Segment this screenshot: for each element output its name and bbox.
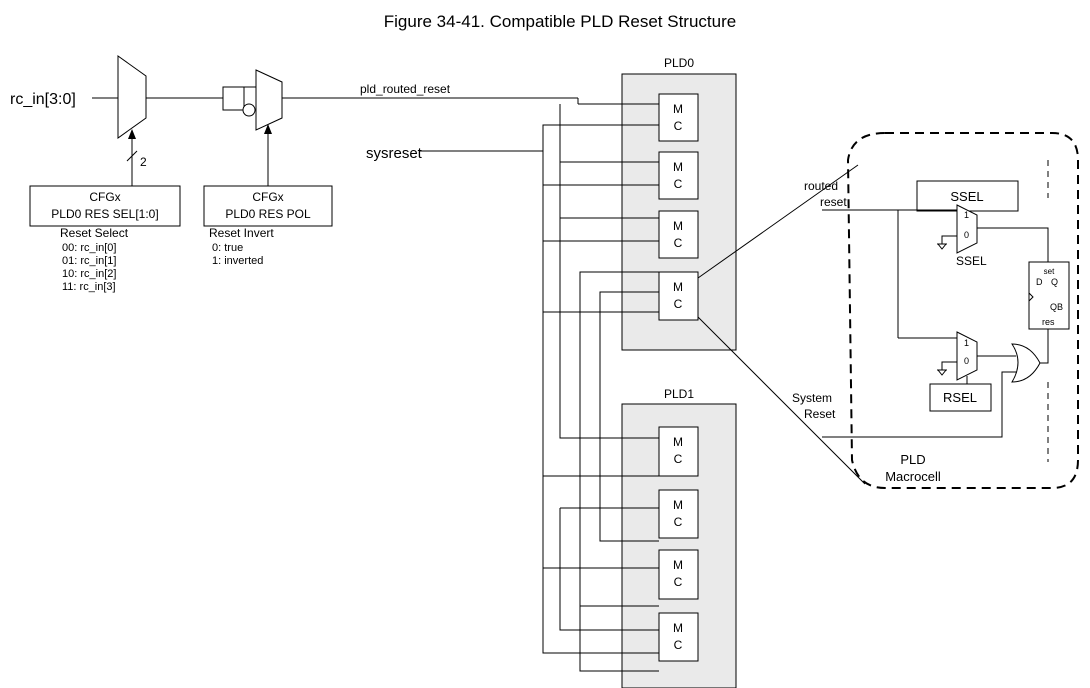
mc-line1: M bbox=[673, 280, 683, 294]
mc-line2: C bbox=[674, 236, 683, 250]
rsel-box bbox=[929, 383, 992, 412]
routed-reset-label: reset bbox=[820, 195, 847, 209]
mc-line1: M bbox=[673, 219, 683, 233]
macrocell-caption: Macrocell bbox=[885, 469, 941, 484]
mc-line2: C bbox=[674, 119, 683, 133]
reset-select-option: 11: rc_in[3] bbox=[62, 281, 116, 293]
pld0-macrocell: M C bbox=[658, 210, 699, 259]
mc-line2: C bbox=[674, 638, 683, 652]
reset-select-option: 01: rc_in[1] bbox=[62, 255, 116, 267]
reset-invert-title: Reset Invert bbox=[209, 226, 274, 240]
ssel-mux-label: SSEL bbox=[956, 254, 987, 268]
mc-line1: M bbox=[673, 498, 683, 512]
rsel-box-label: RSEL bbox=[943, 390, 977, 405]
ff-res: res bbox=[1042, 317, 1055, 327]
pld1-macrocell: M C bbox=[658, 489, 699, 539]
cfg-sel-line1: CFGx bbox=[89, 190, 120, 204]
ff-set: set bbox=[1044, 267, 1055, 276]
mc-line2: C bbox=[674, 297, 683, 311]
mux-input-1: 1 bbox=[964, 210, 969, 220]
macrocell-caption: PLD bbox=[900, 452, 925, 467]
ff-qb: QB bbox=[1050, 302, 1063, 312]
mux-input-0: 0 bbox=[964, 230, 969, 240]
pld1-label: PLD1 bbox=[664, 387, 694, 401]
mux-input-1: 1 bbox=[964, 338, 969, 348]
system-reset-label: Reset bbox=[804, 407, 836, 421]
or-gate bbox=[1011, 343, 1041, 383]
set-mux bbox=[956, 204, 978, 254]
polarity-mux bbox=[255, 69, 283, 131]
reset-invert-option: 0: true bbox=[212, 242, 243, 254]
mux-input-0: 0 bbox=[964, 356, 969, 366]
pld-routed-reset-label: pld_routed_reset bbox=[360, 82, 451, 96]
reset-select-mux bbox=[117, 55, 147, 139]
cfg-pol-line2: PLD0 RES POL bbox=[225, 207, 311, 221]
ff-q: Q bbox=[1051, 277, 1058, 287]
inversion-bubble bbox=[242, 103, 256, 117]
figure-title: Figure 34-41. Compatible PLD Reset Struc… bbox=[384, 12, 736, 31]
pld0-macrocell: M C bbox=[658, 93, 699, 142]
rc-in-label: rc_in[3:0] bbox=[10, 91, 76, 108]
mc-line1: M bbox=[673, 160, 683, 174]
cfg-reset-polarity-box: CFGx PLD0 RES POL bbox=[203, 185, 333, 227]
pld0-label: PLD0 bbox=[664, 56, 694, 70]
reset-select-title: Reset Select bbox=[60, 226, 129, 240]
reset-select-option: 10: rc_in[2] bbox=[62, 268, 116, 280]
sysreset-label: sysreset bbox=[366, 145, 423, 162]
mc-line2: C bbox=[674, 575, 683, 589]
ssel-box-label: SSEL bbox=[950, 189, 983, 204]
pld1-macrocell: M C bbox=[658, 549, 699, 600]
routed-reset-label: routed bbox=[804, 179, 838, 193]
pld0-macrocell: M C bbox=[658, 271, 699, 321]
mc-line1: M bbox=[673, 102, 683, 116]
mc-line2: C bbox=[674, 177, 683, 191]
pld1-macrocell: M C bbox=[658, 612, 699, 662]
mc-line2: C bbox=[674, 452, 683, 466]
invert-block bbox=[222, 86, 245, 111]
flip-flop: set D Q QB res bbox=[1028, 261, 1070, 330]
reset-select-option: 00: rc_in[0] bbox=[62, 242, 116, 254]
pld1-macrocell: M C bbox=[658, 426, 699, 477]
ssel-box bbox=[916, 180, 1019, 212]
cfg-reset-select-box: CFGx PLD0 RES SEL[1:0] bbox=[29, 185, 181, 227]
ff-d: D bbox=[1036, 277, 1043, 287]
reset-invert-option: 1: inverted bbox=[212, 255, 263, 267]
cfg-sel-line2: PLD0 RES SEL[1:0] bbox=[51, 207, 158, 221]
pld0-macrocell: M C bbox=[658, 151, 699, 200]
reset-mux bbox=[956, 331, 978, 381]
bus-width-label: 2 bbox=[140, 155, 147, 169]
cfg-pol-line1: CFGx bbox=[252, 190, 283, 204]
mc-line1: M bbox=[673, 621, 683, 635]
mc-line1: M bbox=[673, 435, 683, 449]
system-reset-label: System bbox=[792, 391, 832, 405]
mc-line2: C bbox=[674, 515, 683, 529]
mc-line1: M bbox=[673, 558, 683, 572]
